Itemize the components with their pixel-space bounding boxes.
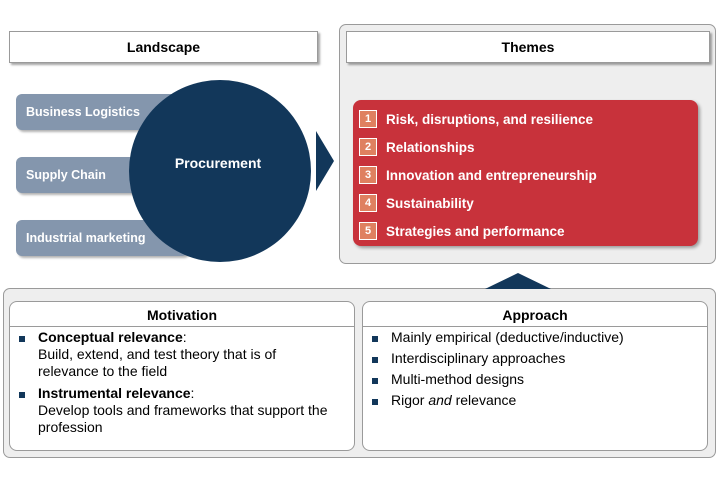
approach-item: Interdisciplinary approaches <box>391 350 566 366</box>
approach-item: Multi-method designs <box>391 371 525 387</box>
landscape-item-label: Supply Chain <box>26 168 106 182</box>
motivation-item-heading: Instrumental relevance <box>38 385 191 401</box>
theme-item: 5 Strategies and performance <box>359 220 565 242</box>
landscape-title: Landscape <box>126 39 201 55</box>
theme-item: 4 Sustainability <box>359 192 474 214</box>
motivation-box: Motivation Conceptual relevance: Build, … <box>9 301 355 451</box>
bullet-icon <box>19 392 25 398</box>
approach-divider <box>363 326 707 327</box>
approach-box: Approach Mainly empirical (deductive/ind… <box>362 301 708 451</box>
themes-header: Themes <box>346 31 710 63</box>
procurement-circle: Procurement <box>129 80 311 262</box>
approach-item: Rigor and relevance <box>391 392 516 409</box>
motivation-item-text: Develop tools and frameworks that suppor… <box>38 402 328 418</box>
theme-number-badge: 3 <box>359 166 377 184</box>
procurement-label: Procurement <box>174 155 262 171</box>
motivation-item: Conceptual relevance: <box>38 329 187 346</box>
motivation-item-colon: : <box>182 329 187 345</box>
approach-item: Mainly empirical (deductive/inductive) <box>391 329 624 345</box>
landscape-item-label: Business Logistics <box>26 105 140 119</box>
theme-label: Sustainability <box>386 195 474 211</box>
theme-item: 3 Innovation and entrepreneurship <box>359 164 597 186</box>
themes-title: Themes <box>501 39 555 55</box>
approach-item-emphasis: and <box>428 392 452 408</box>
themes-list: 1 Risk, disruptions, and resilience 2 Re… <box>353 100 698 246</box>
motivation-divider <box>10 326 354 327</box>
motivation-title: Motivation <box>147 307 217 323</box>
landscape-header: Landscape <box>9 31 318 63</box>
bullet-icon <box>372 357 378 363</box>
motivation-item-text: profession <box>38 419 103 435</box>
motivation-item-text: Build, extend, and test theory that is o… <box>38 346 277 362</box>
theme-label: Relationships <box>386 139 475 155</box>
theme-item: 2 Relationships <box>359 136 475 158</box>
bullet-icon <box>372 378 378 384</box>
approach-title: Approach <box>502 307 568 323</box>
motivation-item-heading: Conceptual relevance <box>38 329 183 345</box>
motivation-item-text: relevance to the field <box>38 363 168 379</box>
arrow-right-icon <box>316 131 334 191</box>
theme-label: Risk, disruptions, and resilience <box>386 111 594 127</box>
theme-label: Strategies and performance <box>386 223 565 239</box>
landscape-item-label: Industrial marketing <box>26 231 146 245</box>
bullet-icon <box>372 336 378 342</box>
theme-label: Innovation and entrepreneurship <box>386 167 597 183</box>
motivation-item: Instrumental relevance: <box>38 385 194 402</box>
bullet-icon <box>19 336 25 342</box>
arrow-up-icon <box>485 273 551 289</box>
motivation-item-colon: : <box>190 385 195 401</box>
theme-number-badge: 4 <box>359 194 377 212</box>
bullet-icon <box>372 399 378 405</box>
theme-number-badge: 2 <box>359 138 377 156</box>
approach-item-text: relevance <box>451 392 517 408</box>
theme-number-badge: 1 <box>359 110 377 128</box>
theme-number-badge: 5 <box>359 222 377 240</box>
theme-item: 1 Risk, disruptions, and resilience <box>359 108 593 130</box>
approach-item-text: Rigor <box>391 392 429 408</box>
